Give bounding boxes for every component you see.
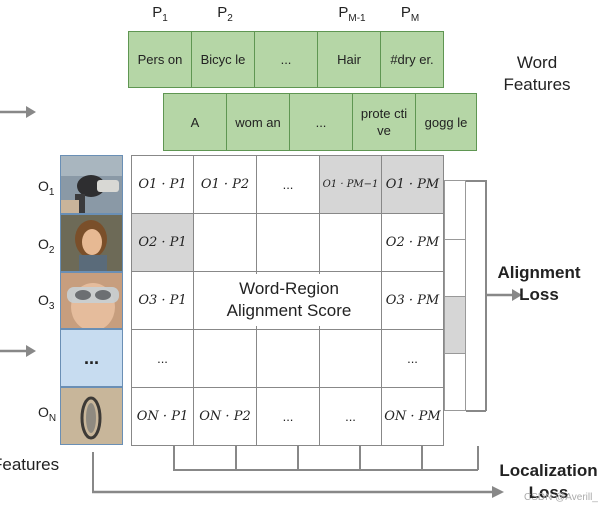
p2-header: P2: [217, 4, 233, 24]
o1-label: O1: [38, 178, 55, 198]
score-o3-p1: O3 · P1: [131, 271, 194, 330]
region-image-hairdryer: [60, 155, 123, 214]
pm-header: PM: [400, 4, 420, 24]
region-image-goggles: [60, 272, 123, 329]
score-o4-pm: ...: [381, 329, 444, 388]
region-image-watch: [60, 387, 123, 445]
bottom-bracket-left: [173, 446, 175, 470]
right-arrow-icon: [92, 486, 504, 498]
word-token-bottom-2: wom an: [226, 93, 290, 151]
alignment-loss-label: Alignment Loss: [497, 263, 581, 304]
score-o1-p1: O1 · P1: [131, 155, 194, 214]
score-o2-p3: [256, 213, 320, 272]
right-arrow-icon: [0, 106, 36, 118]
word-features-label: Word Features: [503, 53, 571, 94]
score-o3-pm: O3 · PM: [381, 271, 444, 330]
word-token-bottom-5: gogg le: [415, 93, 477, 151]
bottom-tick-1: [235, 446, 237, 470]
score-o2-pm: O2 · PM: [381, 213, 444, 272]
score-o4-p1: ...: [131, 329, 194, 388]
alignment-score-label: Word-Region Alignment Score: [203, 274, 375, 326]
score-on-dots2: ...: [319, 387, 382, 446]
score-on-dots1: ...: [256, 387, 320, 446]
score-o2-p4: [319, 213, 382, 272]
score-on-pm: ON · PM: [381, 387, 444, 446]
bottom-bracket-right: [477, 446, 479, 470]
word-token-top-1: Pers on: [128, 31, 192, 88]
features-label: Features: [0, 455, 60, 474]
word-token-top-3: ...: [254, 31, 318, 88]
bottom-bracket-base: [173, 469, 478, 471]
score-o1-dots: ...: [256, 155, 320, 214]
side-box-3: [444, 296, 466, 354]
bracket-vertical: [485, 180, 487, 411]
word-token-top-4: Hair: [317, 31, 381, 88]
localization-loss-label: Localization Loss: [499, 461, 598, 502]
word-token-bottom-4: prote ctive: [352, 93, 416, 151]
word-token-bottom-1: A: [163, 93, 227, 151]
region-image-woman: [60, 214, 123, 272]
score-o4-p2: [193, 329, 257, 388]
bottom-tick-3: [359, 446, 361, 470]
watermark: CSDN @Averill_: [524, 492, 598, 503]
o3-label: O3: [38, 292, 55, 312]
o2-label: O2: [38, 236, 55, 256]
region-image-placeholder: ...: [60, 329, 123, 387]
score-o2-p2: [193, 213, 257, 272]
bottom-tick-2: [297, 446, 299, 470]
p1-header: P1: [152, 4, 168, 24]
on-label: ON: [38, 404, 57, 424]
score-on-p2: ON · P2: [193, 387, 257, 446]
right-arrow-icon: [486, 289, 522, 301]
score-o1-p2: O1 · P2: [193, 155, 257, 214]
word-token-top-5: #dry er.: [380, 31, 444, 88]
score-o4-p4: [319, 329, 382, 388]
score-o1-pm: O1 · PM: [381, 155, 444, 214]
pm1-header: PM-1: [338, 4, 366, 24]
word-token-top-2: Bicyc le: [191, 31, 255, 88]
score-o4-p3: [256, 329, 320, 388]
localization-line-vertical: [92, 452, 94, 492]
word-token-bottom-3: ...: [289, 93, 353, 151]
score-on-p1: ON · P1: [131, 387, 194, 446]
bracket-top: [466, 180, 486, 182]
region-dots: ...: [83, 347, 99, 368]
right-arrow-icon: [0, 345, 36, 357]
side-box-2: [444, 239, 466, 297]
score-o2-p1: O2 · P1: [131, 213, 194, 272]
side-box-1: [444, 180, 466, 240]
side-box-4: [444, 353, 466, 411]
bracket-bottom: [466, 410, 486, 412]
bottom-tick-4: [421, 446, 423, 470]
score-o1-pm1: O1 · PM−1: [319, 155, 382, 214]
